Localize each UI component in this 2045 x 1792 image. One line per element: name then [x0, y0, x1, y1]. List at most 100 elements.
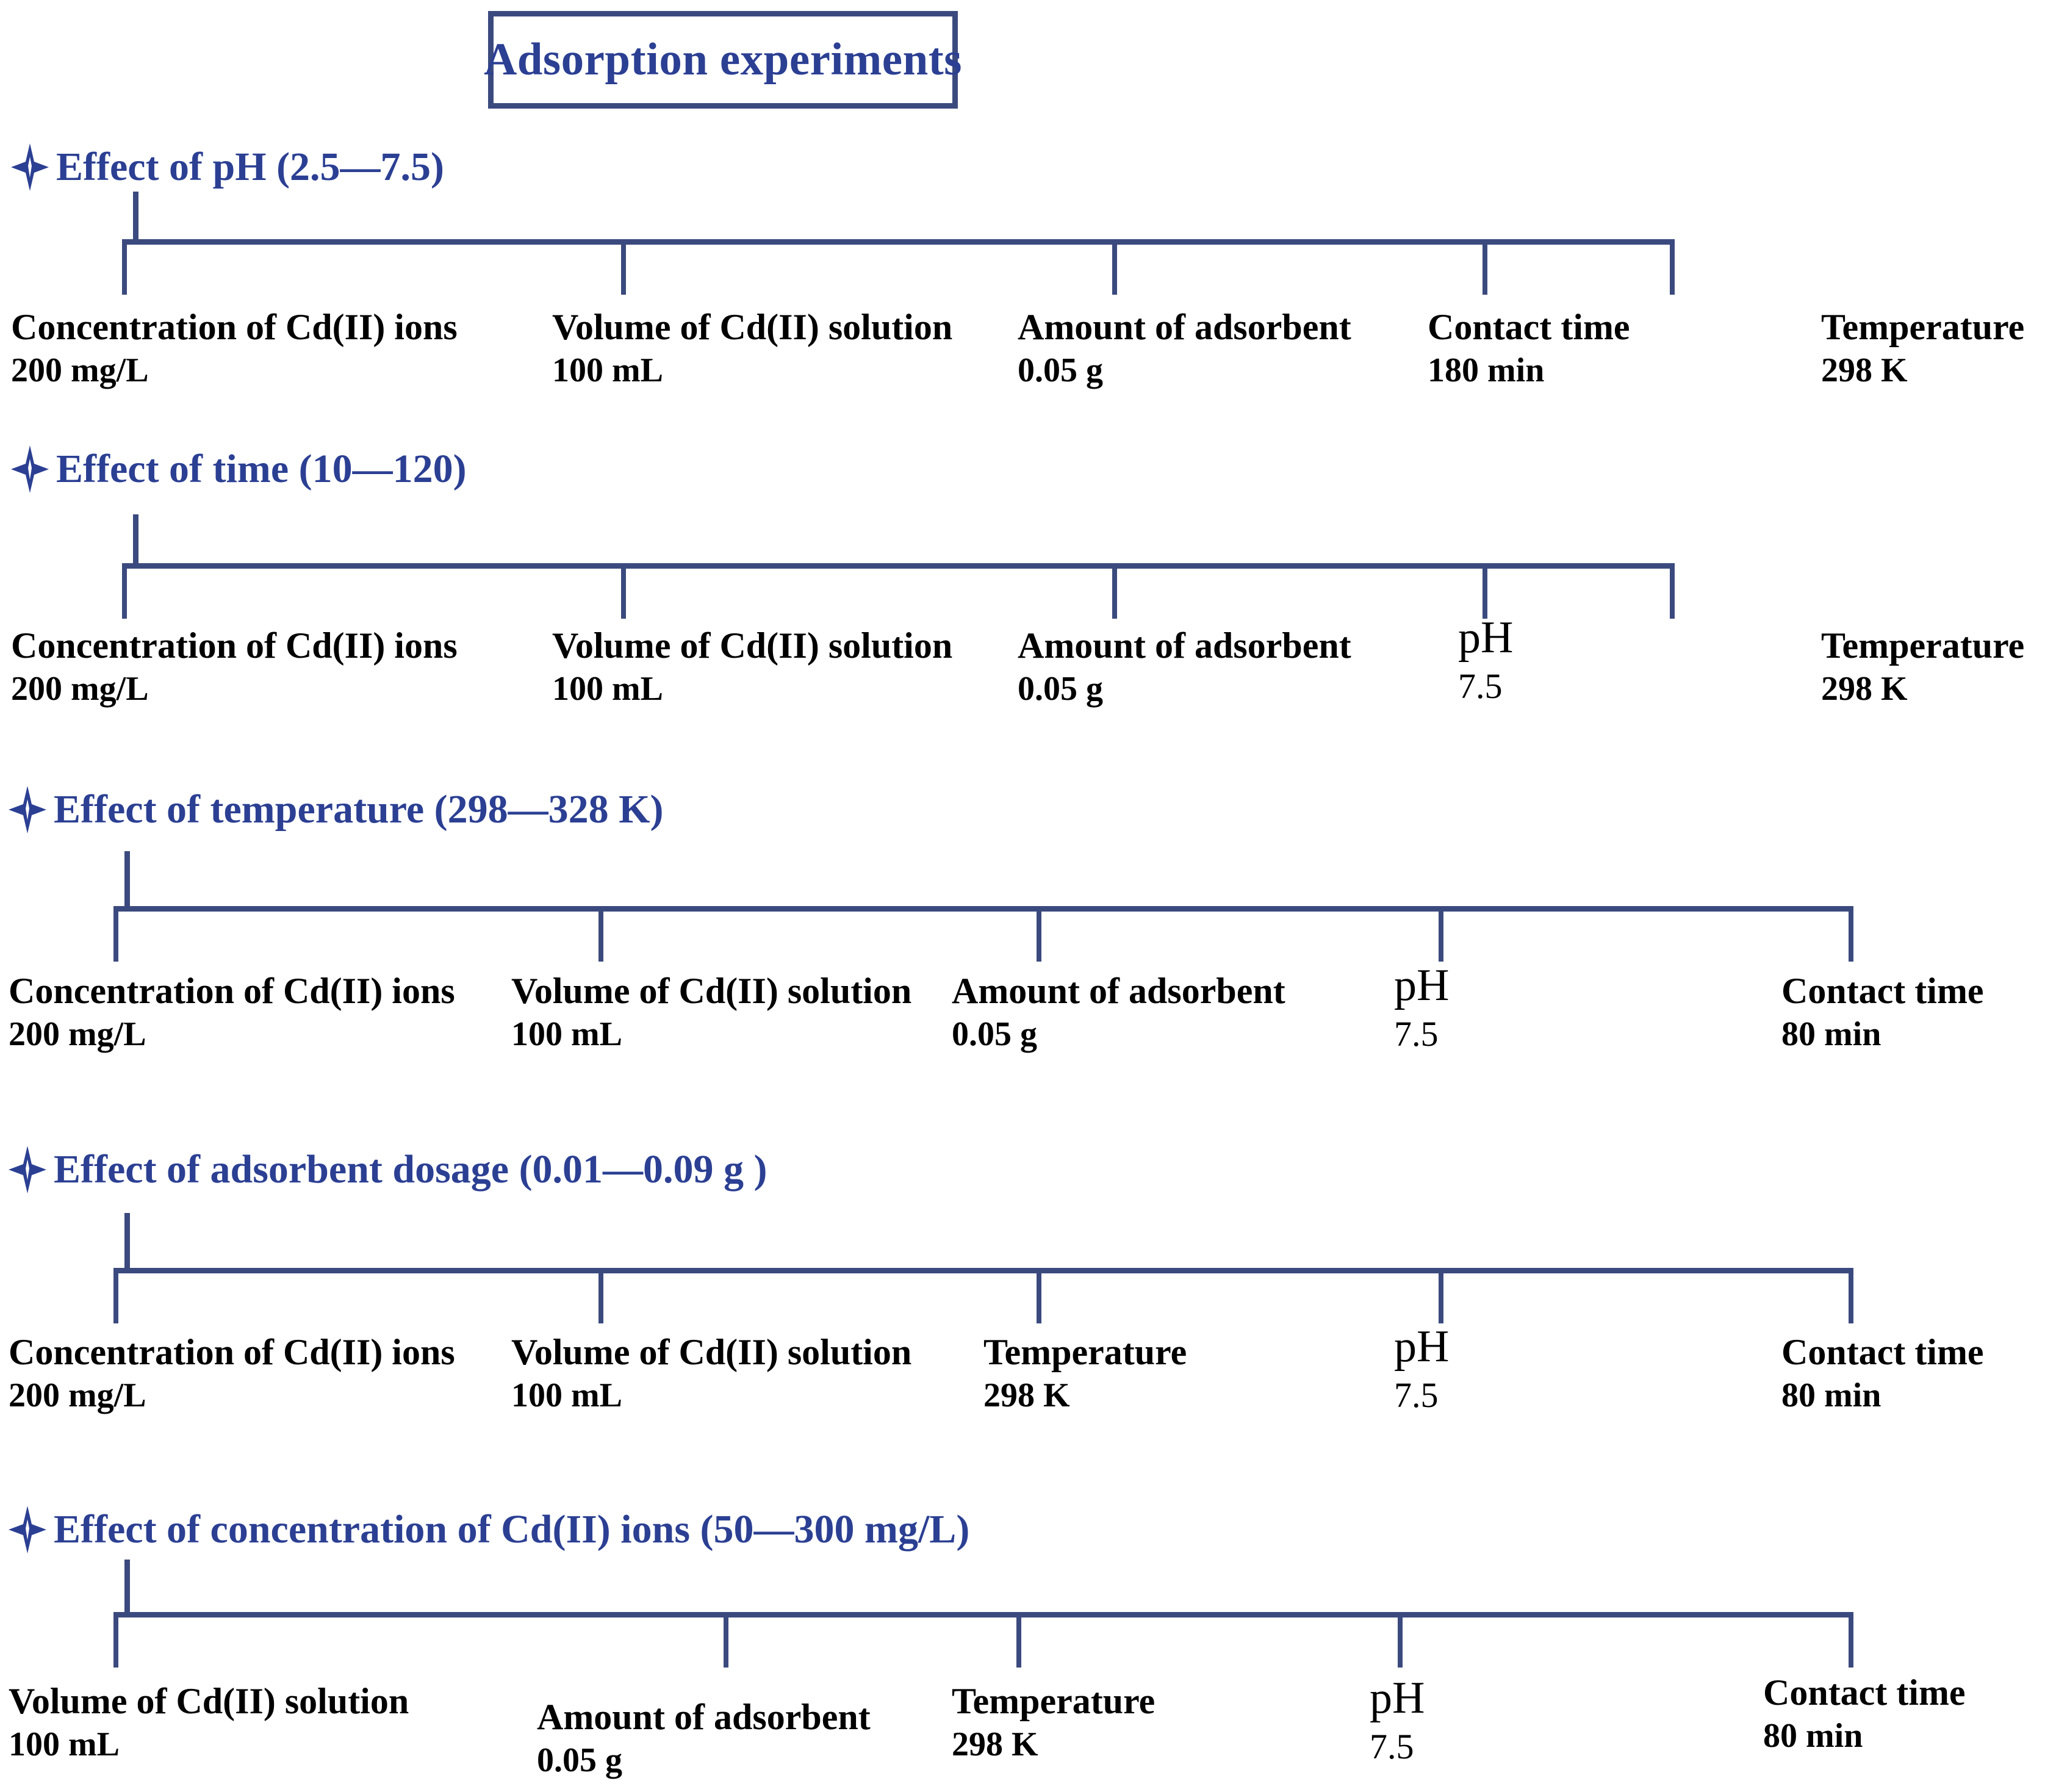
- bracket-tick: [122, 243, 127, 295]
- parameter-item: Volume of Cd(II) solution 100 mL: [511, 969, 911, 1056]
- bracket-tick: [113, 1272, 118, 1323]
- parameter-item: Amount of adsorbent 0.05 g: [1018, 624, 1351, 710]
- section-header: Effect of adsorbent dosage (0.01—0.09 g …: [9, 1146, 767, 1193]
- bracket-tick: [1670, 243, 1675, 295]
- parameter-value: 7.5: [1394, 1375, 1439, 1416]
- parameter-item: Amount of adsorbent 0.05 g: [952, 969, 1285, 1056]
- parameter-name: Temperature: [1821, 625, 2025, 666]
- title-box-frame: Adsorption experiments: [484, 11, 961, 109]
- parameter-item: Contact time 180 min: [1428, 305, 1630, 392]
- connector-bracket: [122, 192, 1675, 300]
- parameter-value: 298 K: [1821, 351, 1908, 390]
- bracket-tick: [1483, 243, 1487, 295]
- bracket-tick: [1483, 567, 1487, 619]
- parameter-value: 7.5: [1370, 1727, 1414, 1767]
- bracket-stem: [133, 514, 138, 564]
- bracket-stem: [133, 192, 138, 240]
- bracket-stem: [124, 1560, 130, 1613]
- parameter-item: Volume of Cd(II) solution 100 mL: [9, 1679, 409, 1766]
- bracket-horizontal-bar: [113, 1268, 1853, 1273]
- section-header: Effect of time (10—120): [11, 445, 467, 493]
- bracket-tick: [1439, 910, 1443, 962]
- bracket-tick: [598, 910, 603, 962]
- section-title: Effect of time (10—120): [56, 447, 467, 491]
- parameter-item: Temperature 298 K: [983, 1330, 1187, 1417]
- parameter-value: 298 K: [1821, 670, 1908, 708]
- parameter-value: 100 mL: [552, 670, 663, 708]
- bracket-tick: [1439, 1272, 1443, 1323]
- parameter-name: Volume of Cd(II) solution: [511, 1332, 912, 1372]
- bracket-tick: [113, 910, 118, 962]
- parameter-name: pH: [1458, 613, 1514, 663]
- sparkle-icon: [11, 445, 49, 493]
- parameter-item: Concentration of Cd(II) ions 200 mg/L: [9, 1330, 455, 1417]
- connector-bracket: [113, 1560, 1853, 1673]
- parameter-value: 80 min: [1763, 1717, 1863, 1755]
- parameter-value: 0.05 g: [537, 1741, 622, 1780]
- parameter-value: 200 mg/L: [9, 1015, 146, 1054]
- parameter-item: Contact time 80 min: [1781, 969, 1984, 1056]
- parameter-name: Concentration of Cd(II) ions: [9, 971, 455, 1011]
- parameter-value: 200 mg/L: [9, 1376, 146, 1415]
- parameter-name: Volume of Cd(II) solution: [9, 1681, 409, 1721]
- bracket-stem: [124, 1213, 130, 1269]
- parameter-value: 0.05 g: [1018, 670, 1103, 708]
- connector-bracket: [113, 851, 1853, 967]
- parameter-value: 0.05 g: [1018, 351, 1103, 390]
- diagram-title-box: Adsorption experiments: [484, 11, 961, 109]
- parameter-item: Volume of Cd(II) solution 100 mL: [552, 305, 952, 392]
- parameter-name: Volume of Cd(II) solution: [552, 307, 953, 347]
- parameter-value: 200 mg/L: [11, 670, 149, 708]
- bracket-tick: [1849, 1616, 1853, 1668]
- bracket-horizontal-bar: [122, 563, 1675, 569]
- parameter-value: 7.5: [1458, 666, 1503, 707]
- bracket-tick: [1037, 910, 1041, 962]
- parameter-name: pH: [1370, 1673, 1425, 1723]
- bracket-horizontal-bar: [122, 239, 1675, 245]
- parameter-name: Contact time: [1428, 307, 1630, 347]
- parameter-name: pH: [1394, 960, 1450, 1010]
- parameter-item: Concentration of Cd(II) ions 200 mg/L: [11, 624, 458, 710]
- parameter-name: Concentration of Cd(II) ions: [11, 307, 458, 347]
- parameter-value: 0.05 g: [952, 1015, 1037, 1054]
- parameter-value: 100 mL: [9, 1725, 120, 1764]
- parameter-item: Amount of adsorbent 0.05 g: [537, 1695, 871, 1782]
- bracket-tick: [1398, 1616, 1403, 1668]
- bracket-tick: [1670, 567, 1675, 619]
- bracket-tick: [1849, 1272, 1853, 1323]
- parameter-name: Contact time: [1781, 971, 1984, 1011]
- bracket-tick: [1112, 567, 1117, 619]
- bracket-horizontal-bar: [113, 906, 1853, 912]
- parameter-item: Contact time 80 min: [1781, 1330, 1984, 1417]
- bracket-tick: [1016, 1616, 1021, 1668]
- section-header: Effect of temperature (298—328 K): [9, 786, 663, 833]
- parameter-value: 7.5: [1394, 1014, 1439, 1054]
- parameter-value: 80 min: [1781, 1376, 1881, 1415]
- parameter-value: 100 mL: [511, 1376, 622, 1415]
- connector-bracket: [122, 514, 1675, 624]
- parameter-name: Contact time: [1781, 1332, 1984, 1372]
- bracket-stem: [124, 851, 130, 907]
- bracket-horizontal-bar: [113, 1612, 1853, 1617]
- sparkle-icon: [9, 1146, 46, 1193]
- bracket-tick: [1112, 243, 1117, 295]
- parameter-name: Volume of Cd(II) solution: [511, 971, 912, 1011]
- section-header: Effect of concentration of Cd(II) ions (…: [9, 1506, 969, 1553]
- parameter-item: Temperature 298 K: [1821, 624, 2024, 710]
- sparkle-icon: [9, 786, 46, 833]
- parameter-name: Concentration of Cd(II) ions: [11, 625, 458, 666]
- parameter-name: Amount of adsorbent: [952, 971, 1285, 1011]
- page-title: Adsorption experiments: [484, 34, 962, 85]
- sparkle-icon: [9, 1506, 46, 1553]
- bracket-tick: [1037, 1272, 1041, 1323]
- parameter-name: Temperature: [1821, 307, 2025, 347]
- bracket-tick: [621, 567, 626, 619]
- parameter-name: Temperature: [983, 1332, 1187, 1372]
- parameter-item: Contact time 80 min: [1763, 1671, 1966, 1757]
- parameter-name: Volume of Cd(II) solution: [552, 625, 953, 666]
- parameter-value: 180 min: [1428, 351, 1545, 390]
- parameter-item: pH 7.5: [1394, 1319, 1449, 1417]
- parameter-value: 200 mg/L: [11, 351, 149, 390]
- parameter-value: 298 K: [952, 1725, 1038, 1764]
- parameter-value: 80 min: [1781, 1015, 1881, 1054]
